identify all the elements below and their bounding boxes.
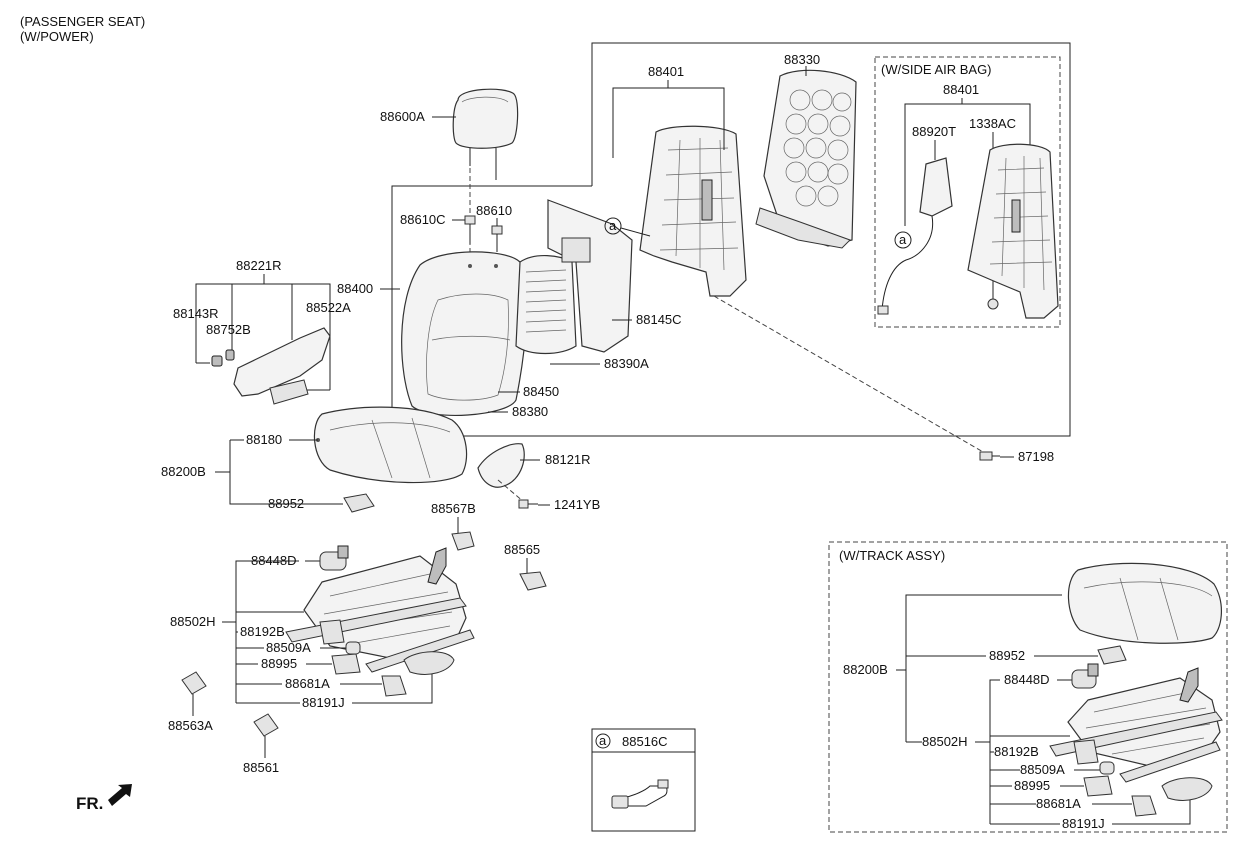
label-88191J: 88191J xyxy=(302,695,345,710)
screw-1241YB xyxy=(518,499,538,509)
label-88563A: 88563A xyxy=(168,718,213,733)
label-88567B: 88567B xyxy=(431,501,476,516)
backrest-frame-airbag xyxy=(967,143,1059,319)
label-1241YB: 1241YB xyxy=(554,497,600,512)
label-87198: 87198 xyxy=(1018,449,1054,464)
label-88561: 88561 xyxy=(243,760,279,775)
wire-harness-connector xyxy=(611,779,669,809)
track-module-88952 xyxy=(1097,645,1127,665)
label-88610C: 88610C xyxy=(400,212,446,227)
cover-88565 xyxy=(519,571,547,591)
label-track-88995: 88995 xyxy=(1014,778,1050,793)
label-88502H: 88502H xyxy=(170,614,216,629)
module-88995 xyxy=(331,653,361,675)
module-88952 xyxy=(343,493,375,513)
callout-a-marker-box: a xyxy=(599,733,607,748)
label-88920T: 88920T xyxy=(912,124,956,139)
label-88221R: 88221R xyxy=(236,258,282,273)
backrest-frame xyxy=(639,125,747,297)
label-88752B: 88752B xyxy=(206,322,251,337)
label-88390A: 88390A xyxy=(604,356,649,371)
label-88448D: 88448D xyxy=(251,553,297,568)
label-track-88192B: 88192B xyxy=(994,744,1039,759)
backrest-cover xyxy=(401,251,528,416)
motor-88509A xyxy=(345,641,361,655)
label-88401-airbag: 88401 xyxy=(943,82,979,97)
label-88995: 88995 xyxy=(261,656,297,671)
seatback-heater-pad xyxy=(515,255,577,355)
label-track-88509A: 88509A xyxy=(1020,762,1065,777)
track-motor-88509A xyxy=(1099,761,1115,775)
label-88401: 88401 xyxy=(648,64,684,79)
motor-88448D xyxy=(319,545,349,571)
seat-cushion xyxy=(313,406,468,484)
cover-88191J xyxy=(403,651,455,675)
unit-88192B xyxy=(319,619,345,645)
cover-88567B xyxy=(451,531,475,551)
label-88121R: 88121R xyxy=(545,452,591,467)
arrow-icon xyxy=(108,784,132,806)
label-88522A: 88522A xyxy=(306,300,351,315)
label-88681A: 88681A xyxy=(285,676,330,691)
label-88450: 88450 xyxy=(523,384,559,399)
label-track-88200B: 88200B xyxy=(843,662,888,677)
callout-a-marker-2: a xyxy=(899,232,907,247)
track-module-88995 xyxy=(1083,775,1113,797)
cover-88561 xyxy=(253,713,279,737)
label-88145C: 88145C xyxy=(636,312,682,327)
label-88509A: 88509A xyxy=(266,640,311,655)
track-assy-header: (W/TRACK ASSY) xyxy=(839,548,945,563)
label-track-88502H: 88502H xyxy=(922,734,968,749)
label-track-88952: 88952 xyxy=(989,648,1025,663)
label-88180: 88180 xyxy=(246,432,282,447)
track-seat-cushion xyxy=(1067,562,1222,644)
track-motor-88681A xyxy=(1131,795,1157,817)
motor-88681A xyxy=(381,675,407,697)
seatback-net xyxy=(755,69,857,249)
label-track-88448D: 88448D xyxy=(1004,672,1050,687)
label-track-88681A: 88681A xyxy=(1036,796,1081,811)
track-motor-88448D xyxy=(1071,663,1099,689)
label-88600A: 88600A xyxy=(380,109,425,124)
callout-a-box xyxy=(591,728,696,832)
track-unit-88192B xyxy=(1073,739,1099,765)
label-1338AC: 1338AC xyxy=(969,116,1016,131)
seatback-board xyxy=(547,199,633,353)
headrest-guides xyxy=(464,215,503,252)
label-88143R: 88143R xyxy=(173,306,219,321)
side-trim-88121R xyxy=(477,443,525,488)
callout-a-marker-1: a xyxy=(609,218,617,233)
side-airbag-header: (W/SIDE AIR BAG) xyxy=(881,62,992,77)
label-88330: 88330 xyxy=(784,52,820,67)
side-airbag-box xyxy=(874,56,1061,328)
header-w-power: (W/POWER) xyxy=(20,29,94,44)
bolt-87198 xyxy=(979,451,1000,461)
track-cover-88191J xyxy=(1161,777,1213,801)
label-88565: 88565 xyxy=(504,542,540,557)
label-88192B: 88192B xyxy=(240,624,285,639)
label-88400: 88400 xyxy=(337,281,373,296)
backrest-group-box xyxy=(391,42,1071,437)
label-88610: 88610 xyxy=(476,203,512,218)
front-label: FR. xyxy=(76,794,103,813)
header-passenger-seat: (PASSENGER SEAT) xyxy=(20,14,145,29)
label-track-88191J: 88191J xyxy=(1062,816,1105,831)
cover-88563A xyxy=(181,671,207,695)
side-cover xyxy=(211,327,331,405)
label-88200B: 88200B xyxy=(161,464,206,479)
label-88380: 88380 xyxy=(512,404,548,419)
side-airbag-module xyxy=(877,157,953,315)
label-88516C: 88516C xyxy=(622,734,668,749)
label-88952: 88952 xyxy=(268,496,304,511)
headrest xyxy=(452,88,519,180)
